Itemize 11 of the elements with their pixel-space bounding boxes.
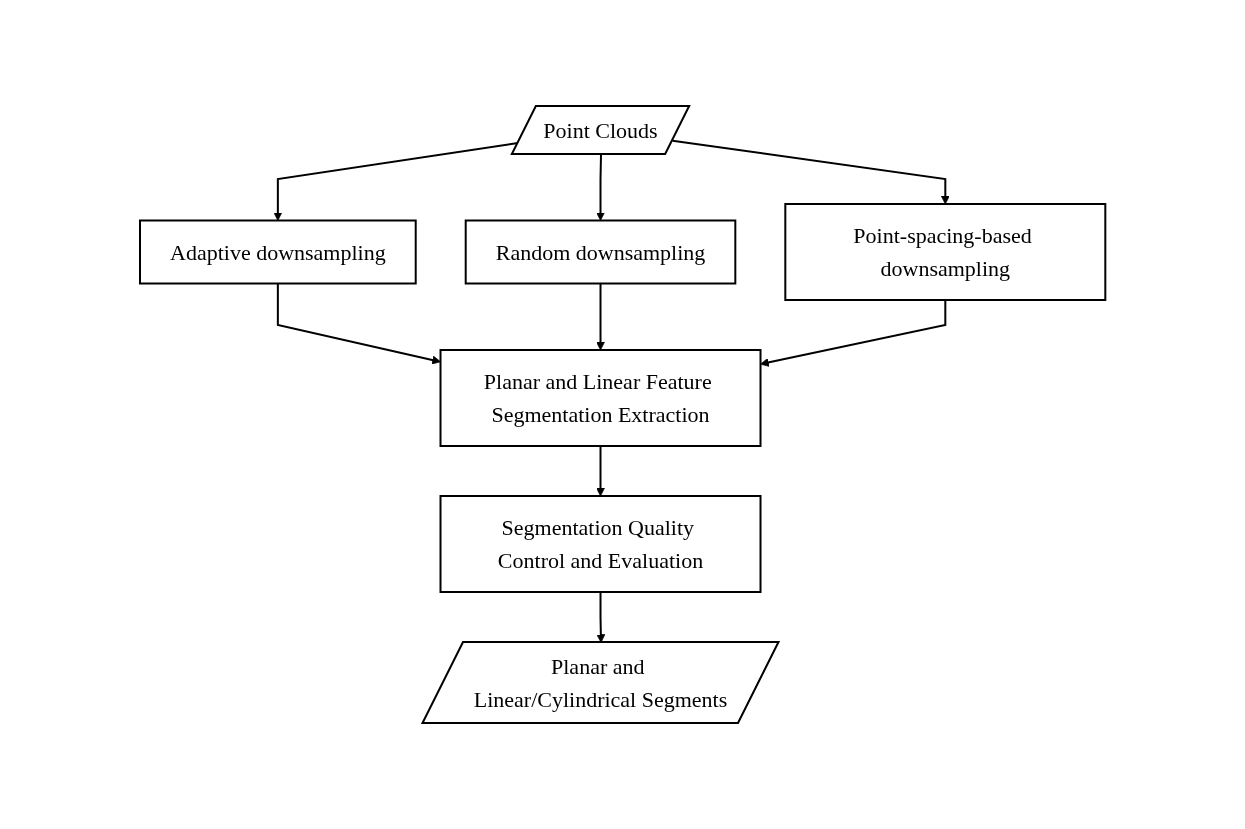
arrow [671,139,950,205]
arrow [276,282,441,365]
node-box: Planar and Linear Feature Segmentation Extraction [439,349,762,447]
node-box: Point-spacing-based downsampling [784,203,1107,301]
arrow [596,591,606,643]
arrow [273,142,519,221]
arrow [595,445,605,497]
node-box: Segmentation Quality Control and Evaluation [439,495,762,593]
node-box: Adaptive downsampling [138,219,417,285]
node-box: Random downsampling [464,219,737,285]
arrow [595,282,605,351]
